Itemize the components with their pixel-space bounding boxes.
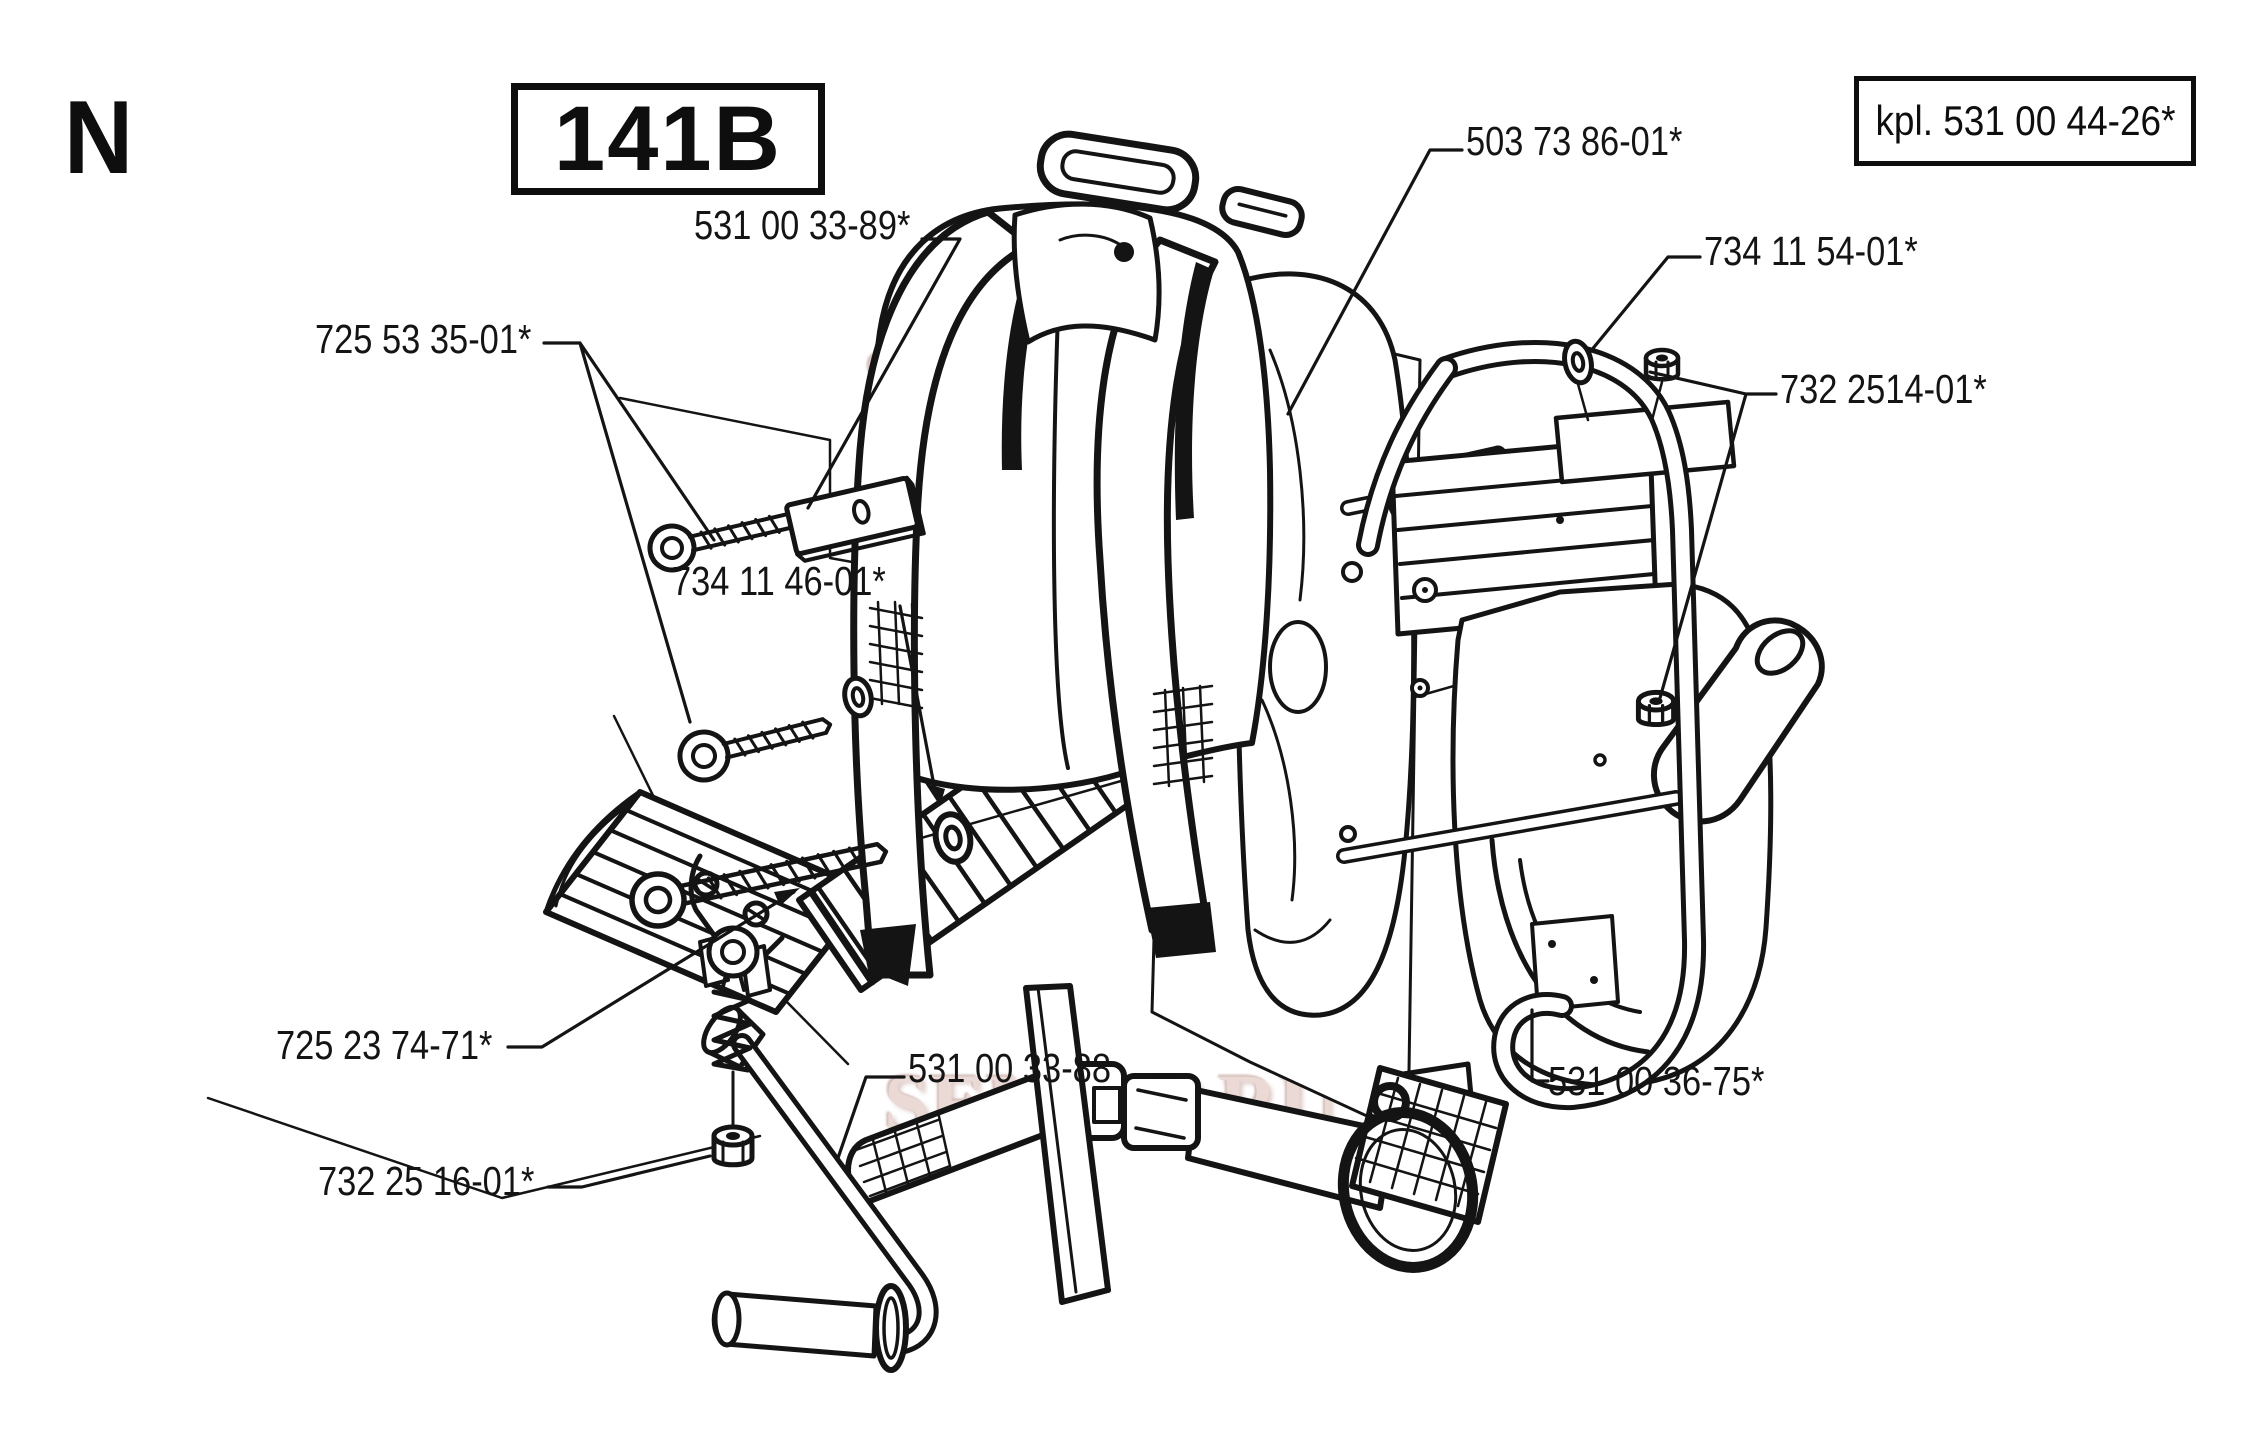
model-number: 141B (554, 88, 782, 190)
shoulder-straps (850, 208, 1219, 986)
leader-734-11-54 (1588, 255, 1702, 354)
leader-531-00-33-89 (806, 237, 962, 510)
kit-number-box: kpl. 531 00 44-26* (1854, 76, 2196, 166)
fasteners (629, 338, 1681, 1168)
nut-732-25-16 (711, 1124, 755, 1168)
blower-pipe (543, 789, 873, 1015)
strap-plate (784, 475, 926, 563)
hip-belt-left-arm (845, 1069, 1059, 1207)
washer-long-screw (932, 811, 974, 865)
part-label-725-53-35-01: 725 53 35-01* (315, 316, 532, 362)
washer-734-11-54 (1562, 338, 1594, 386)
leader-531-00-33-88 (836, 1075, 906, 1160)
kit-number: kpl. 531 00 44-26* (1875, 97, 2176, 144)
part-label-732-25-16-01: 732 25 16-01* (318, 1158, 535, 1204)
part-label-531-00-33-88: 531 00 33-88 (908, 1045, 1111, 1091)
strap-tab (1219, 186, 1305, 238)
leader-732-25-16 (546, 1154, 712, 1189)
harness-sack (1234, 271, 1417, 1018)
hip-belt (845, 1061, 1509, 1273)
part-label-531-00-36-75: 531 00 36-75* (1548, 1058, 1765, 1104)
leader-531-00-36-75 (1530, 1008, 1550, 1083)
leader-732-2514 (1648, 370, 1778, 700)
leader-734-11-46 (898, 604, 938, 798)
part-label-725-23-74-71: 725 23 74-71* (276, 1022, 493, 1068)
model-number-box: 141B (511, 83, 825, 195)
hanging-strap (1023, 983, 1111, 1305)
top-pad-and-handle (1011, 130, 1305, 345)
nut-732-2514-a (1643, 347, 1681, 382)
leader-lines (506, 148, 1778, 1189)
part-label-531-00-33-89: 531 00 33-89* (694, 202, 911, 248)
part-label-732-2514-01: 732 2514-01* (1780, 366, 1987, 412)
washer-734-11-46 (842, 675, 874, 719)
support-tube (701, 1004, 939, 1373)
carry-handle (1036, 130, 1200, 214)
leader-arrow-725-23-74 (774, 888, 800, 906)
part-label-503-73-86-01: 503 73 86-01* (1466, 118, 1683, 164)
belt-ring (1337, 1107, 1479, 1273)
part-label-734-11-54-01: 734 11 54-01* (1704, 228, 1918, 274)
tube-flange (873, 1283, 909, 1373)
leader-arrow-734-11-46 (925, 783, 945, 806)
screw-725-53-35-b (677, 717, 833, 783)
nut-732-2514-b (1635, 689, 1677, 728)
leader-503-73-86 (1286, 148, 1464, 416)
section-letter: N (64, 80, 134, 196)
screw-long (629, 841, 889, 929)
part-label-734-11-46-01: 734 11 46-01* (672, 558, 886, 604)
leader-725-23-74 (506, 890, 796, 1049)
leader-725-53-35 (542, 341, 716, 724)
